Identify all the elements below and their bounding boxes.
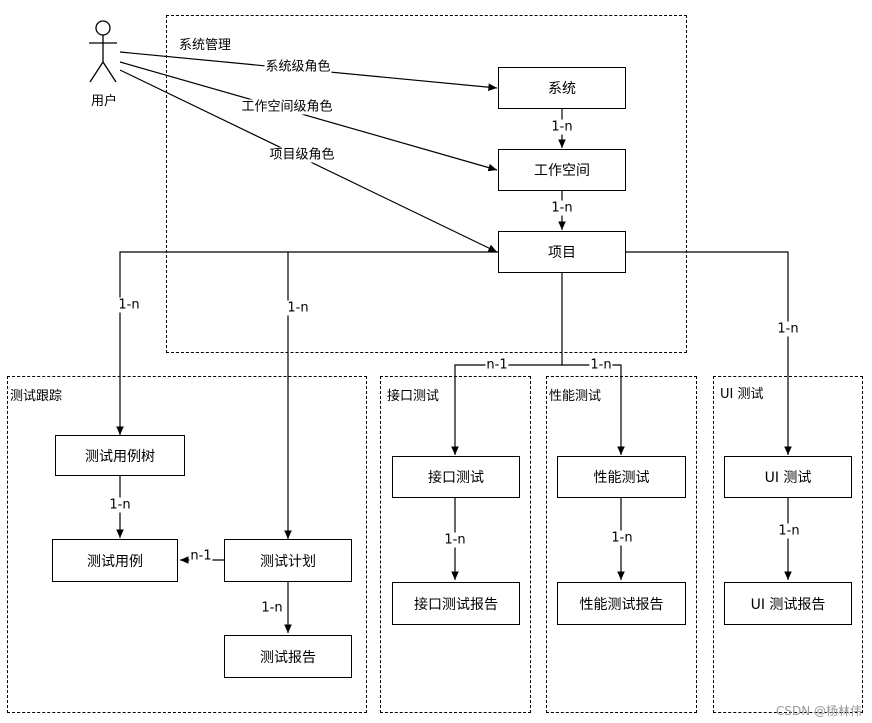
edge-label-tree-case: 1-n <box>108 497 132 513</box>
group-perf-test: 性能测试 <box>546 376 697 713</box>
edge-label-user-workspace: 工作空间级角色 <box>240 99 334 115</box>
node-workspace[interactable]: 工作空间 <box>498 149 626 191</box>
edge-label-project-ui: 1-n <box>776 321 800 337</box>
node-ui-test[interactable]: UI 测试 <box>724 456 852 498</box>
edge-label-user-project: 项目级角色 <box>268 147 336 163</box>
group-title-test-tracking: 测试跟踪 <box>10 389 63 404</box>
node-system[interactable]: 系统 <box>498 67 626 109</box>
edge-label-workspace-project: 1-n <box>550 200 574 216</box>
edge-project-tree <box>116 251 498 435</box>
edge-project-api <box>451 364 562 455</box>
edge-label-api-report: 1-n <box>443 532 467 548</box>
edge-label-project-tree: 1-n <box>117 297 141 313</box>
edge-label-perf-report: 1-n <box>610 530 634 546</box>
group-title-perf-test: 性能测试 <box>549 389 602 404</box>
node-test-report[interactable]: 测试报告 <box>224 635 352 678</box>
group-api-test: 接口测试 <box>380 376 531 713</box>
edge-user-workspace <box>119 61 498 172</box>
group-title-api-test: 接口测试 <box>387 389 440 404</box>
edge-label-system-workspace: 1-n <box>550 119 574 135</box>
node-perf-report[interactable]: 性能测试报告 <box>557 582 686 625</box>
group-ui-test: UI 测试 <box>713 376 863 713</box>
edge-label-ui-report: 1-n <box>777 523 801 539</box>
node-test-plan[interactable]: 测试计划 <box>224 539 352 582</box>
edge-label-project-plan: 1-n <box>286 300 310 316</box>
node-ui-report[interactable]: UI 测试报告 <box>724 582 852 625</box>
node-test-case[interactable]: 测试用例 <box>52 539 178 582</box>
edge-label-user-system: 系统级角色 <box>264 59 332 75</box>
node-api-report[interactable]: 接口测试报告 <box>392 582 520 625</box>
node-project[interactable]: 项目 <box>498 231 626 273</box>
group-test-tracking: 测试跟踪 <box>7 376 367 713</box>
edge-label-project-perf: 1-n <box>589 357 613 373</box>
node-perf-test[interactable]: 性能测试 <box>557 456 686 498</box>
edge-project-ui <box>626 251 792 455</box>
group-title-ui-test: UI 测试 <box>720 387 764 402</box>
node-api-test[interactable]: 接口测试 <box>392 456 520 498</box>
group-title-system-management: 系统管理 <box>179 38 232 53</box>
group-system-management: 系统管理 <box>166 15 687 353</box>
user-actor-label: 用户 <box>90 94 118 109</box>
edge-project-perf <box>562 364 625 455</box>
edge-label-plan-report: 1-n <box>260 600 284 616</box>
node-test-case-tree[interactable]: 测试用例树 <box>55 435 185 476</box>
watermark: CSDN @杨林伟 <box>775 704 862 718</box>
user-actor-icon <box>89 20 117 83</box>
edge-label-plan-case: n-1 <box>189 548 213 564</box>
edge-label-project-api: n-1 <box>485 357 509 373</box>
